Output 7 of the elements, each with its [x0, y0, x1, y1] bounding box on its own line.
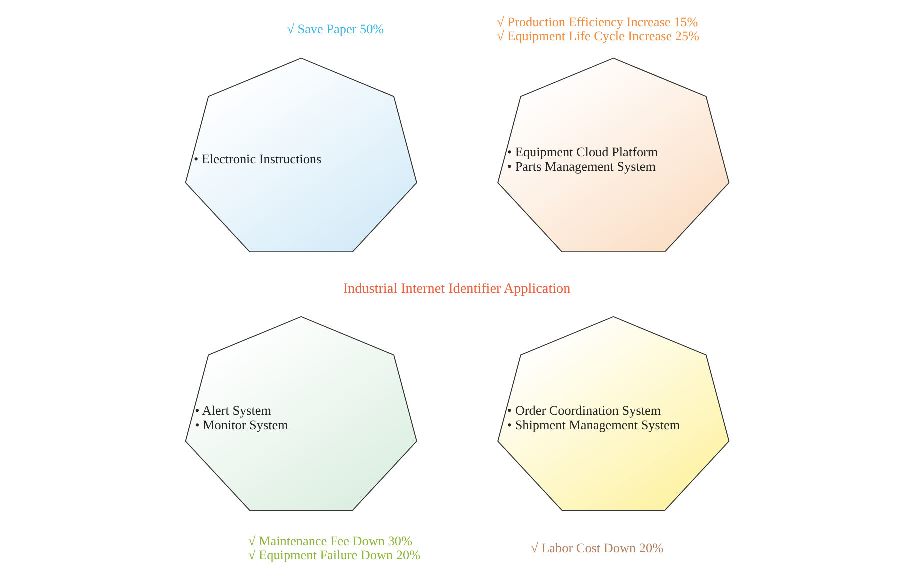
label: Industrial Internet Identifier Application: [342, 280, 570, 297]
node-label: √ Equipment Life Cycle Increase 25%: [496, 28, 700, 44]
node-label: √ Equipment Failure Down 20%: [248, 548, 420, 563]
node-label: √ Labor Cost Down 20%: [530, 540, 664, 556]
node-label: √ Maintenance Fee Down 30%: [248, 533, 412, 548]
node-label: √ Production Efficiency Increase 15%: [496, 14, 698, 30]
node-label: √ Save Paper 50%: [286, 22, 384, 37]
